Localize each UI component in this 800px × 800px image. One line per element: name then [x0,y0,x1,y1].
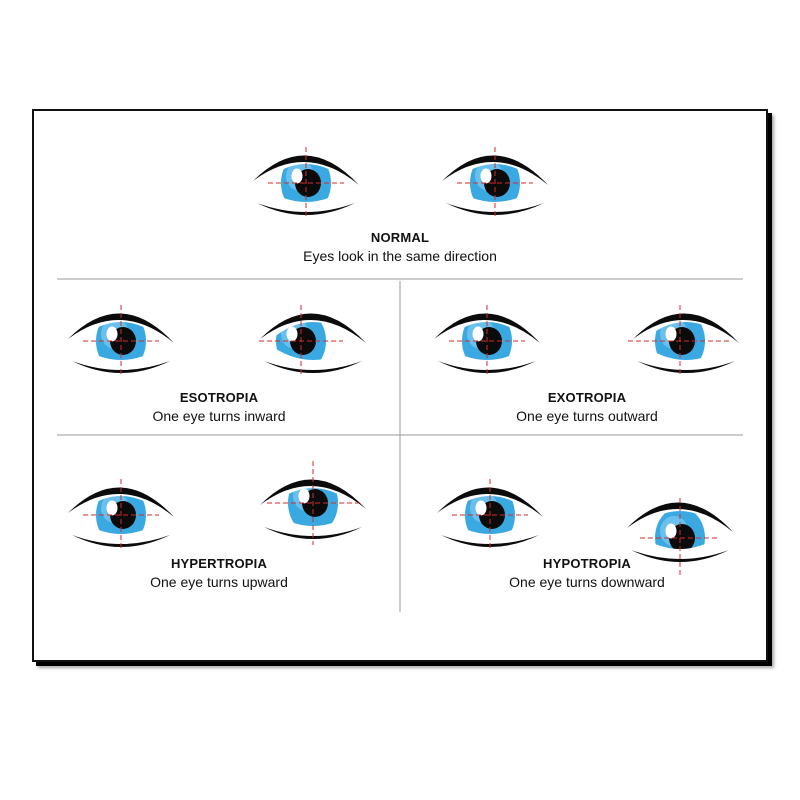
upper-eyelid [627,502,733,532]
panel-exotropia-caption: EXOTROPIA One eye turns outward [457,389,717,426]
panel-normal-caption: NORMAL Eyes look in the same direction [270,229,530,266]
panel-hypotropia-description: One eye turns downward [509,574,665,590]
upper-eyelid [434,313,540,343]
eye-hypotropia-right [627,498,733,578]
upper-eyelid [260,479,366,509]
eye-hypotropia-left [437,479,543,551]
upper-eyelid [253,155,359,185]
panel-hypertropia-caption: HYPERTROPIA One eye turns upward [89,555,349,592]
eyes-group [68,147,739,578]
eye-glint [665,326,677,342]
eye-glint [480,168,492,184]
panel-esotropia-caption: ESOTROPIA One eye turns inward [89,389,349,426]
lower-eyelid [446,203,544,215]
panel-dividers [57,278,743,612]
upper-eyelid [68,313,174,343]
eye-glint [472,326,484,342]
eye-glint [475,500,487,516]
eye-hypertropia-left [68,479,174,551]
panel-esotropia-title: ESOTROPIA [179,390,259,405]
eye-glint [665,523,677,539]
lower-eyelid [631,550,729,562]
panel-normal-title: NORMAL [370,230,430,245]
panel-exotropia-title: EXOTROPIA [547,390,627,405]
panel-esotropia-description: One eye turns inward [152,408,286,424]
eye-exotropia-right [628,305,739,377]
eye-glint [106,326,118,342]
eye-exotropia-left [434,305,540,377]
panel-hypotropia-caption: HYPOTROPIA One eye turns downward [457,555,717,592]
lower-eyelid [72,361,170,373]
upper-eyelid [442,155,548,185]
eye-glint [298,488,310,504]
eye-hypertropia-right [260,461,366,545]
eye-esotropia-left [68,305,174,377]
eye-glint [106,500,118,516]
panel-exotropia-description: One eye turns outward [516,408,658,424]
eye-esotropia-right [259,305,366,377]
lower-eyelid [257,203,355,215]
lower-eyelid [438,361,536,373]
lower-eyelid [264,527,362,539]
lower-eyelid [72,535,170,547]
eye-glint [286,326,298,342]
upper-eyelid [68,487,174,517]
panel-normal-description: Eyes look in the same direction [303,248,497,264]
eye-normal-left [253,147,359,219]
panel-hypotropia-title: HYPOTROPIA [543,556,631,571]
lower-eyelid [441,535,539,547]
upper-eyelid [437,487,543,517]
lower-eyelid [264,361,362,373]
eye-normal-right [442,147,548,219]
eye-glint [291,168,303,184]
upper-eyelid [633,313,739,343]
lower-eyelid [637,361,735,373]
panel-hypertropia-title: HYPERTROPIA [170,556,268,571]
upper-eyelid [260,313,366,343]
panel-hypertropia-description: One eye turns upward [150,574,288,590]
